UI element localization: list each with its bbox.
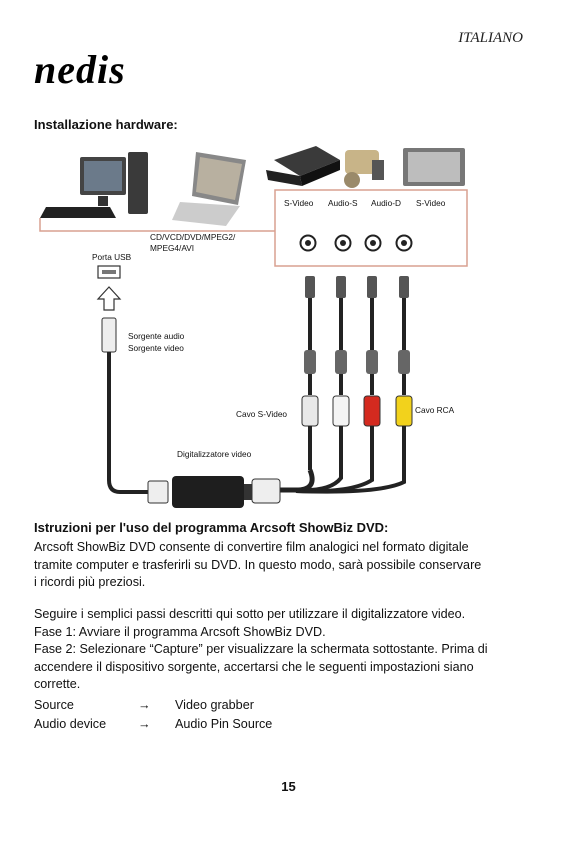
pc-frame — [39, 218, 275, 232]
intro-line-2: tramite computer e trasferirli su DVD. I… — [34, 558, 482, 572]
setting-audio-value: Audio Pin Source — [175, 717, 273, 731]
steps-line-3: Fase 2: Selezionare “Capture” per visual… — [34, 642, 488, 656]
source-frame — [274, 189, 468, 267]
grabber-label: Digitalizzatore video — [177, 449, 252, 459]
hardware-title: Installazione hardware: — [34, 117, 178, 132]
audio-connector-s — [334, 234, 352, 252]
setting-source-name: Source — [34, 698, 74, 712]
formats-line-2: MPEG4/AVI — [150, 243, 195, 253]
audio-source-label: Sorgente audio — [128, 331, 185, 341]
setting-audio-arrow: → — [138, 717, 151, 731]
camcorder-icon — [344, 150, 384, 188]
steps-line-2: Fase 1: Avviare il programma Arcsoft Sho… — [34, 625, 326, 639]
connector-label-audio-d: Audio-D — [371, 198, 401, 208]
svideo-cable-label: Cavo S-Video — [236, 409, 288, 419]
connector-label-svideo-2: S-Video — [416, 198, 446, 208]
dvd-player-icon — [266, 146, 340, 186]
language-label: ITALIANO — [458, 30, 523, 46]
setting-source-value: Video grabber — [175, 698, 254, 712]
intro-line-1: Arcsoft ShowBiz DVD consente di converti… — [34, 540, 469, 554]
video-grabber-icon — [147, 476, 281, 508]
svideo-connector-2 — [395, 234, 413, 252]
audio-connector-d — [364, 234, 382, 252]
tv-icon — [403, 148, 465, 186]
connector-label-audio-s: Audio-S — [328, 198, 358, 208]
connector-label-svideo-1: S-Video — [284, 198, 314, 208]
rca-cable-label: Cavo RCA — [415, 405, 455, 415]
usb-port-label: Porta USB — [92, 252, 132, 262]
setting-source-arrow: → — [138, 698, 151, 712]
up-arrow-icon — [96, 286, 122, 311]
svideo-connector-1 — [299, 234, 317, 252]
video-source-label: Sorgente video — [128, 343, 184, 353]
laptop-icon — [172, 152, 246, 226]
steps-line-4: accendere il dispositivo sorgente, accer… — [34, 660, 474, 674]
setting-audio-name: Audio device — [34, 717, 107, 731]
desktop-pc-icon — [40, 152, 148, 218]
software-title: Istruzioni per l'uso del programma Arcso… — [34, 520, 389, 535]
cable-bundle — [272, 276, 413, 494]
intro-line-3: i ricordi più preziosi. — [34, 575, 146, 589]
brand-logo: nedis — [34, 47, 126, 92]
page-number: 15 — [281, 779, 296, 794]
usb-plug-icon — [101, 317, 117, 353]
connection-diagram — [39, 146, 468, 508]
steps-line-1: Seguire i semplici passi descritti qui s… — [34, 607, 466, 621]
formats-line-1: CD/VCD/DVD/MPEG2/ — [150, 232, 236, 242]
steps-line-5: corrette. — [34, 677, 81, 691]
